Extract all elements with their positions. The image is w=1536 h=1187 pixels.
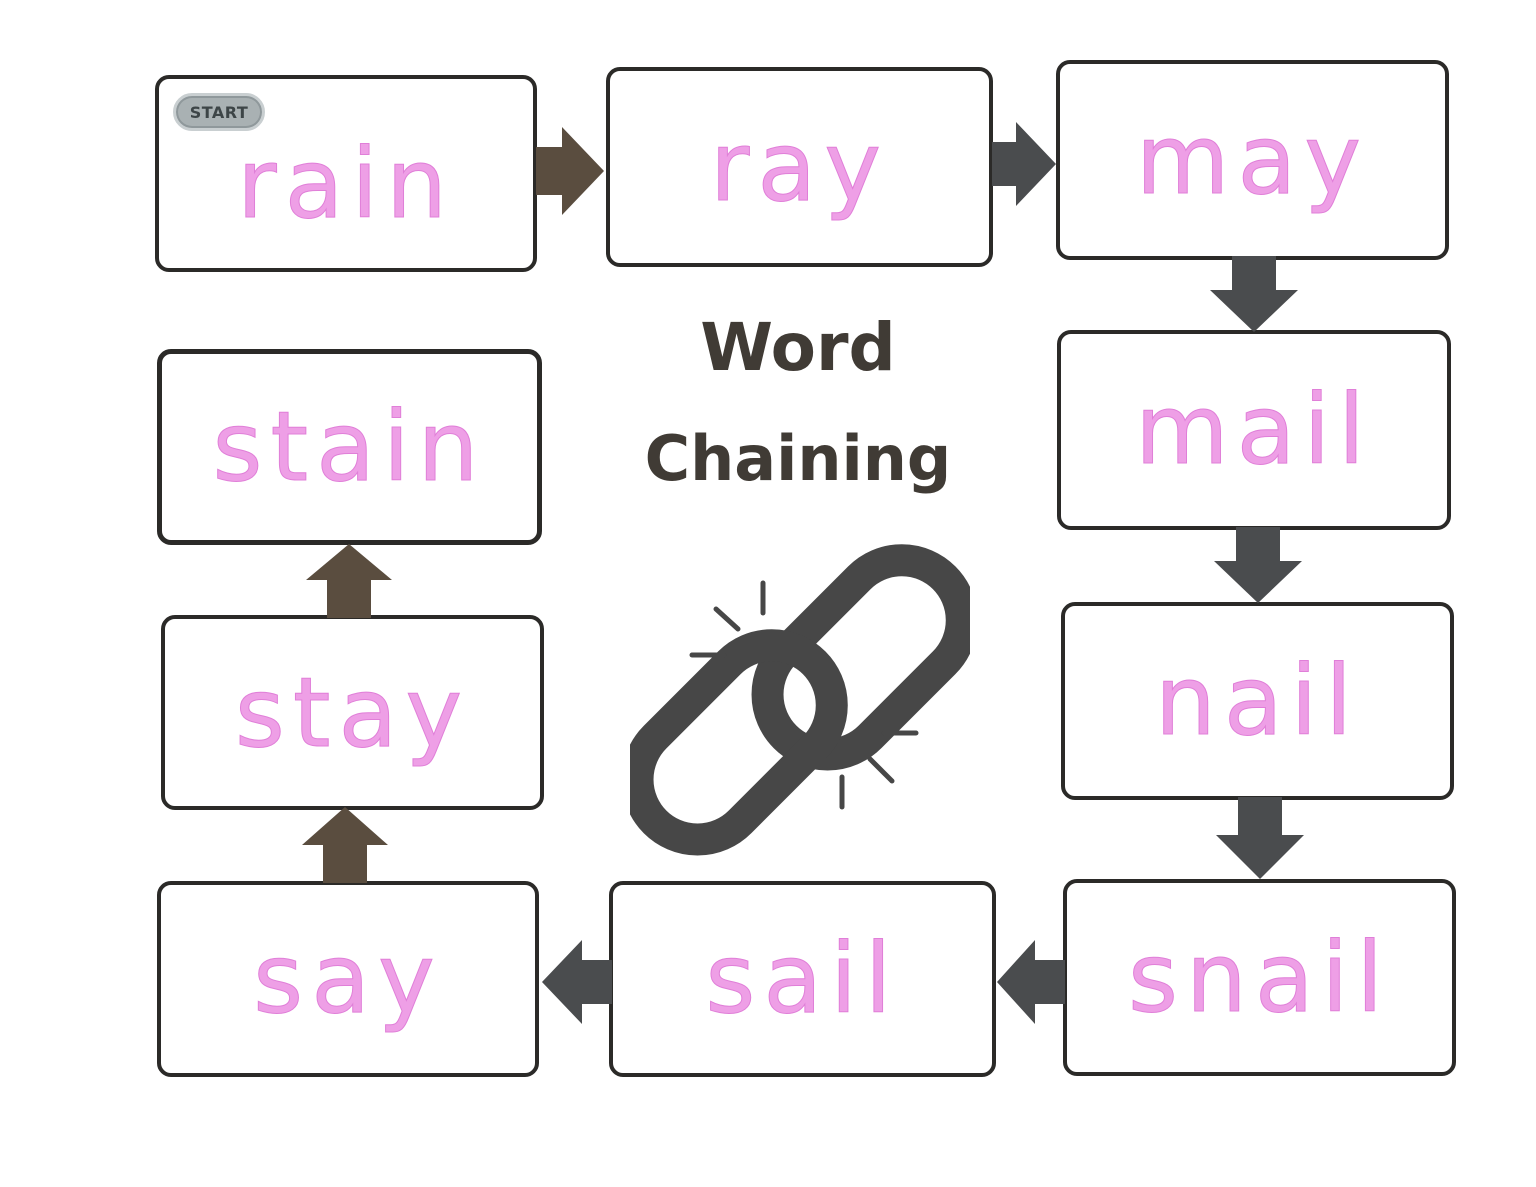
word-box-mail: mail: [1057, 330, 1451, 530]
arrow-left-icon: [542, 940, 612, 1024]
word-may: may: [1135, 104, 1370, 216]
word-box-stain: stain: [157, 349, 542, 545]
word-rain: rain: [237, 127, 455, 240]
arrow-down-icon: [1210, 256, 1298, 332]
arrow-up-icon: [302, 807, 388, 883]
word-box-may: may: [1056, 60, 1449, 260]
arrow-right-icon: [992, 122, 1056, 206]
word-box-nail: nail: [1061, 602, 1454, 800]
arrow-down-icon: [1216, 797, 1304, 879]
word-ray: ray: [709, 111, 890, 223]
page-title-word: Word: [700, 309, 896, 386]
word-stay: stay: [234, 656, 471, 769]
word-snail: snail: [1127, 921, 1392, 1034]
word-stain: stain: [212, 391, 487, 503]
word-box-say: say: [157, 881, 539, 1077]
arrow-right-icon: [536, 127, 604, 215]
word-nail: nail: [1154, 645, 1360, 757]
word-box-sail: sail: [609, 881, 996, 1077]
start-badge: START: [173, 93, 265, 131]
word-box-stay: stay: [161, 615, 544, 810]
word-sail: sail: [705, 923, 900, 1035]
broken-chain-link-icon: [630, 544, 970, 856]
word-box-snail: snail: [1063, 879, 1456, 1076]
arrow-left-icon: [997, 940, 1065, 1024]
word-box-ray: ray: [606, 67, 993, 267]
word-box-rain: START rain: [155, 75, 537, 272]
arrow-up-icon: [306, 544, 392, 618]
page-title-chaining: Chaining: [644, 422, 952, 495]
arrow-down-icon: [1214, 527, 1302, 603]
word-say: say: [253, 923, 443, 1035]
word-mail: mail: [1135, 374, 1373, 486]
